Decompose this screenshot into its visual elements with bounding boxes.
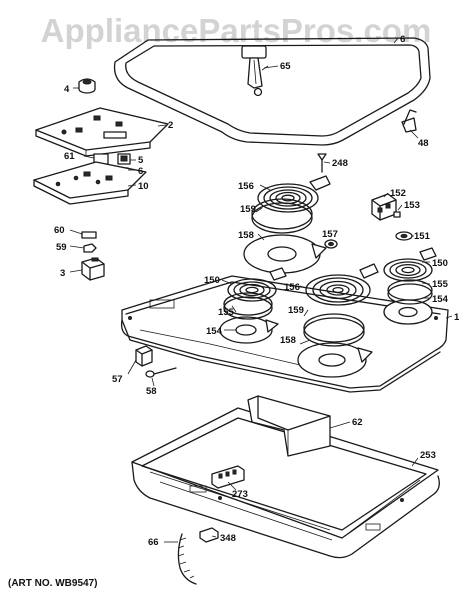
callout-152: 152: [390, 188, 406, 199]
callout-62: 62: [352, 417, 363, 428]
part-small-screw[interactable]: [145, 367, 177, 378]
callout-153: 153: [404, 200, 420, 211]
callout-150-right: 150: [432, 258, 448, 269]
callout-66: 66: [148, 537, 159, 548]
callout-150-left: 150: [204, 275, 220, 286]
callout-159-front: 159: [288, 305, 304, 316]
part-spacer[interactable]: [81, 231, 97, 239]
callout-1: 1: [454, 312, 460, 323]
part-knob[interactable]: [78, 78, 96, 94]
callout-5: 5: [138, 155, 144, 166]
part-burner-box[interactable]: [131, 407, 440, 559]
part-rear-bracket[interactable]: [247, 395, 331, 457]
part-drip-pan-large-front[interactable]: [297, 342, 373, 378]
part-terminal-block-box[interactable]: [211, 465, 245, 489]
callout-58: 58: [146, 386, 157, 397]
part-switch-bracket[interactable]: [33, 161, 147, 205]
callout-348: 348: [220, 533, 236, 544]
part-trim-frame[interactable]: [113, 37, 431, 146]
part-receptacle[interactable]: [395, 231, 413, 241]
part-surface-unit-small-rear[interactable]: [383, 247, 437, 282]
callout-155-left: 155: [218, 307, 235, 318]
callout-57: 57: [112, 374, 123, 385]
part-small-switch[interactable]: [135, 345, 153, 367]
part-main-top[interactable]: [120, 275, 449, 393]
callout-151: 151: [414, 231, 431, 242]
part-conduit[interactable]: [177, 533, 197, 585]
callout-59: 59: [56, 242, 67, 253]
callout-158-rear: 158: [238, 230, 254, 241]
callout-155-right: 155: [432, 279, 449, 290]
callout-61: 61: [64, 151, 75, 162]
art-number: (ART NO. WB9547): [8, 578, 97, 589]
callout-6-switch: 6: [138, 166, 143, 177]
part-terminal-block[interactable]: [241, 45, 269, 97]
callout-4: 4: [64, 84, 70, 95]
part-drip-pan-small-front[interactable]: [219, 316, 279, 344]
callout-6: 6: [400, 34, 405, 45]
callout-60: 60: [54, 225, 65, 236]
part-trim-ring-small-rear[interactable]: [387, 279, 433, 305]
callout-154-left: 154: [206, 326, 223, 337]
part-trim-ring-small-front[interactable]: [223, 292, 273, 320]
part-terminal-block-right[interactable]: [371, 193, 401, 221]
callout-157: 157: [322, 229, 338, 240]
callout-154-right: 154: [432, 294, 449, 305]
part-surface-unit-large-front[interactable]: [305, 263, 379, 306]
part-drip-pan-large-rear[interactable]: [243, 234, 327, 274]
callout-3: 3: [60, 268, 65, 279]
part-surface-unit-large-rear[interactable]: [257, 175, 331, 213]
callout-10: 10: [138, 181, 149, 192]
part-conduit-clamp[interactable]: [199, 527, 219, 543]
callout-158-front: 158: [280, 335, 296, 346]
part-surface-unit-small-front[interactable]: [227, 267, 287, 302]
callout-248: 248: [332, 158, 348, 169]
callout-253: 253: [420, 450, 436, 461]
part-clip[interactable]: [401, 109, 417, 133]
part-screw[interactable]: [317, 153, 327, 173]
part-control-panel[interactable]: [35, 107, 169, 157]
part-infinite-switch[interactable]: [81, 257, 105, 281]
watermark-text: AppliancePartsPros.com: [41, 12, 432, 49]
leader-lines: [69, 37, 453, 543]
callout-156-rear: 156: [238, 181, 254, 192]
part-grommet[interactable]: [324, 239, 338, 249]
callout-159-rear: 159: [240, 204, 256, 215]
part-nut[interactable]: [83, 243, 97, 253]
callout-labels: 6 65 4 2 48 61 5 6 10 248 156 159 152 15…: [54, 34, 460, 548]
callout-65: 65: [280, 61, 291, 72]
callout-156-front: 156: [284, 282, 300, 293]
part-trim-ring-large-front[interactable]: [303, 313, 365, 347]
callout-273: 273: [232, 489, 248, 500]
callout-48: 48: [418, 138, 429, 149]
callout-2: 2: [168, 120, 173, 131]
